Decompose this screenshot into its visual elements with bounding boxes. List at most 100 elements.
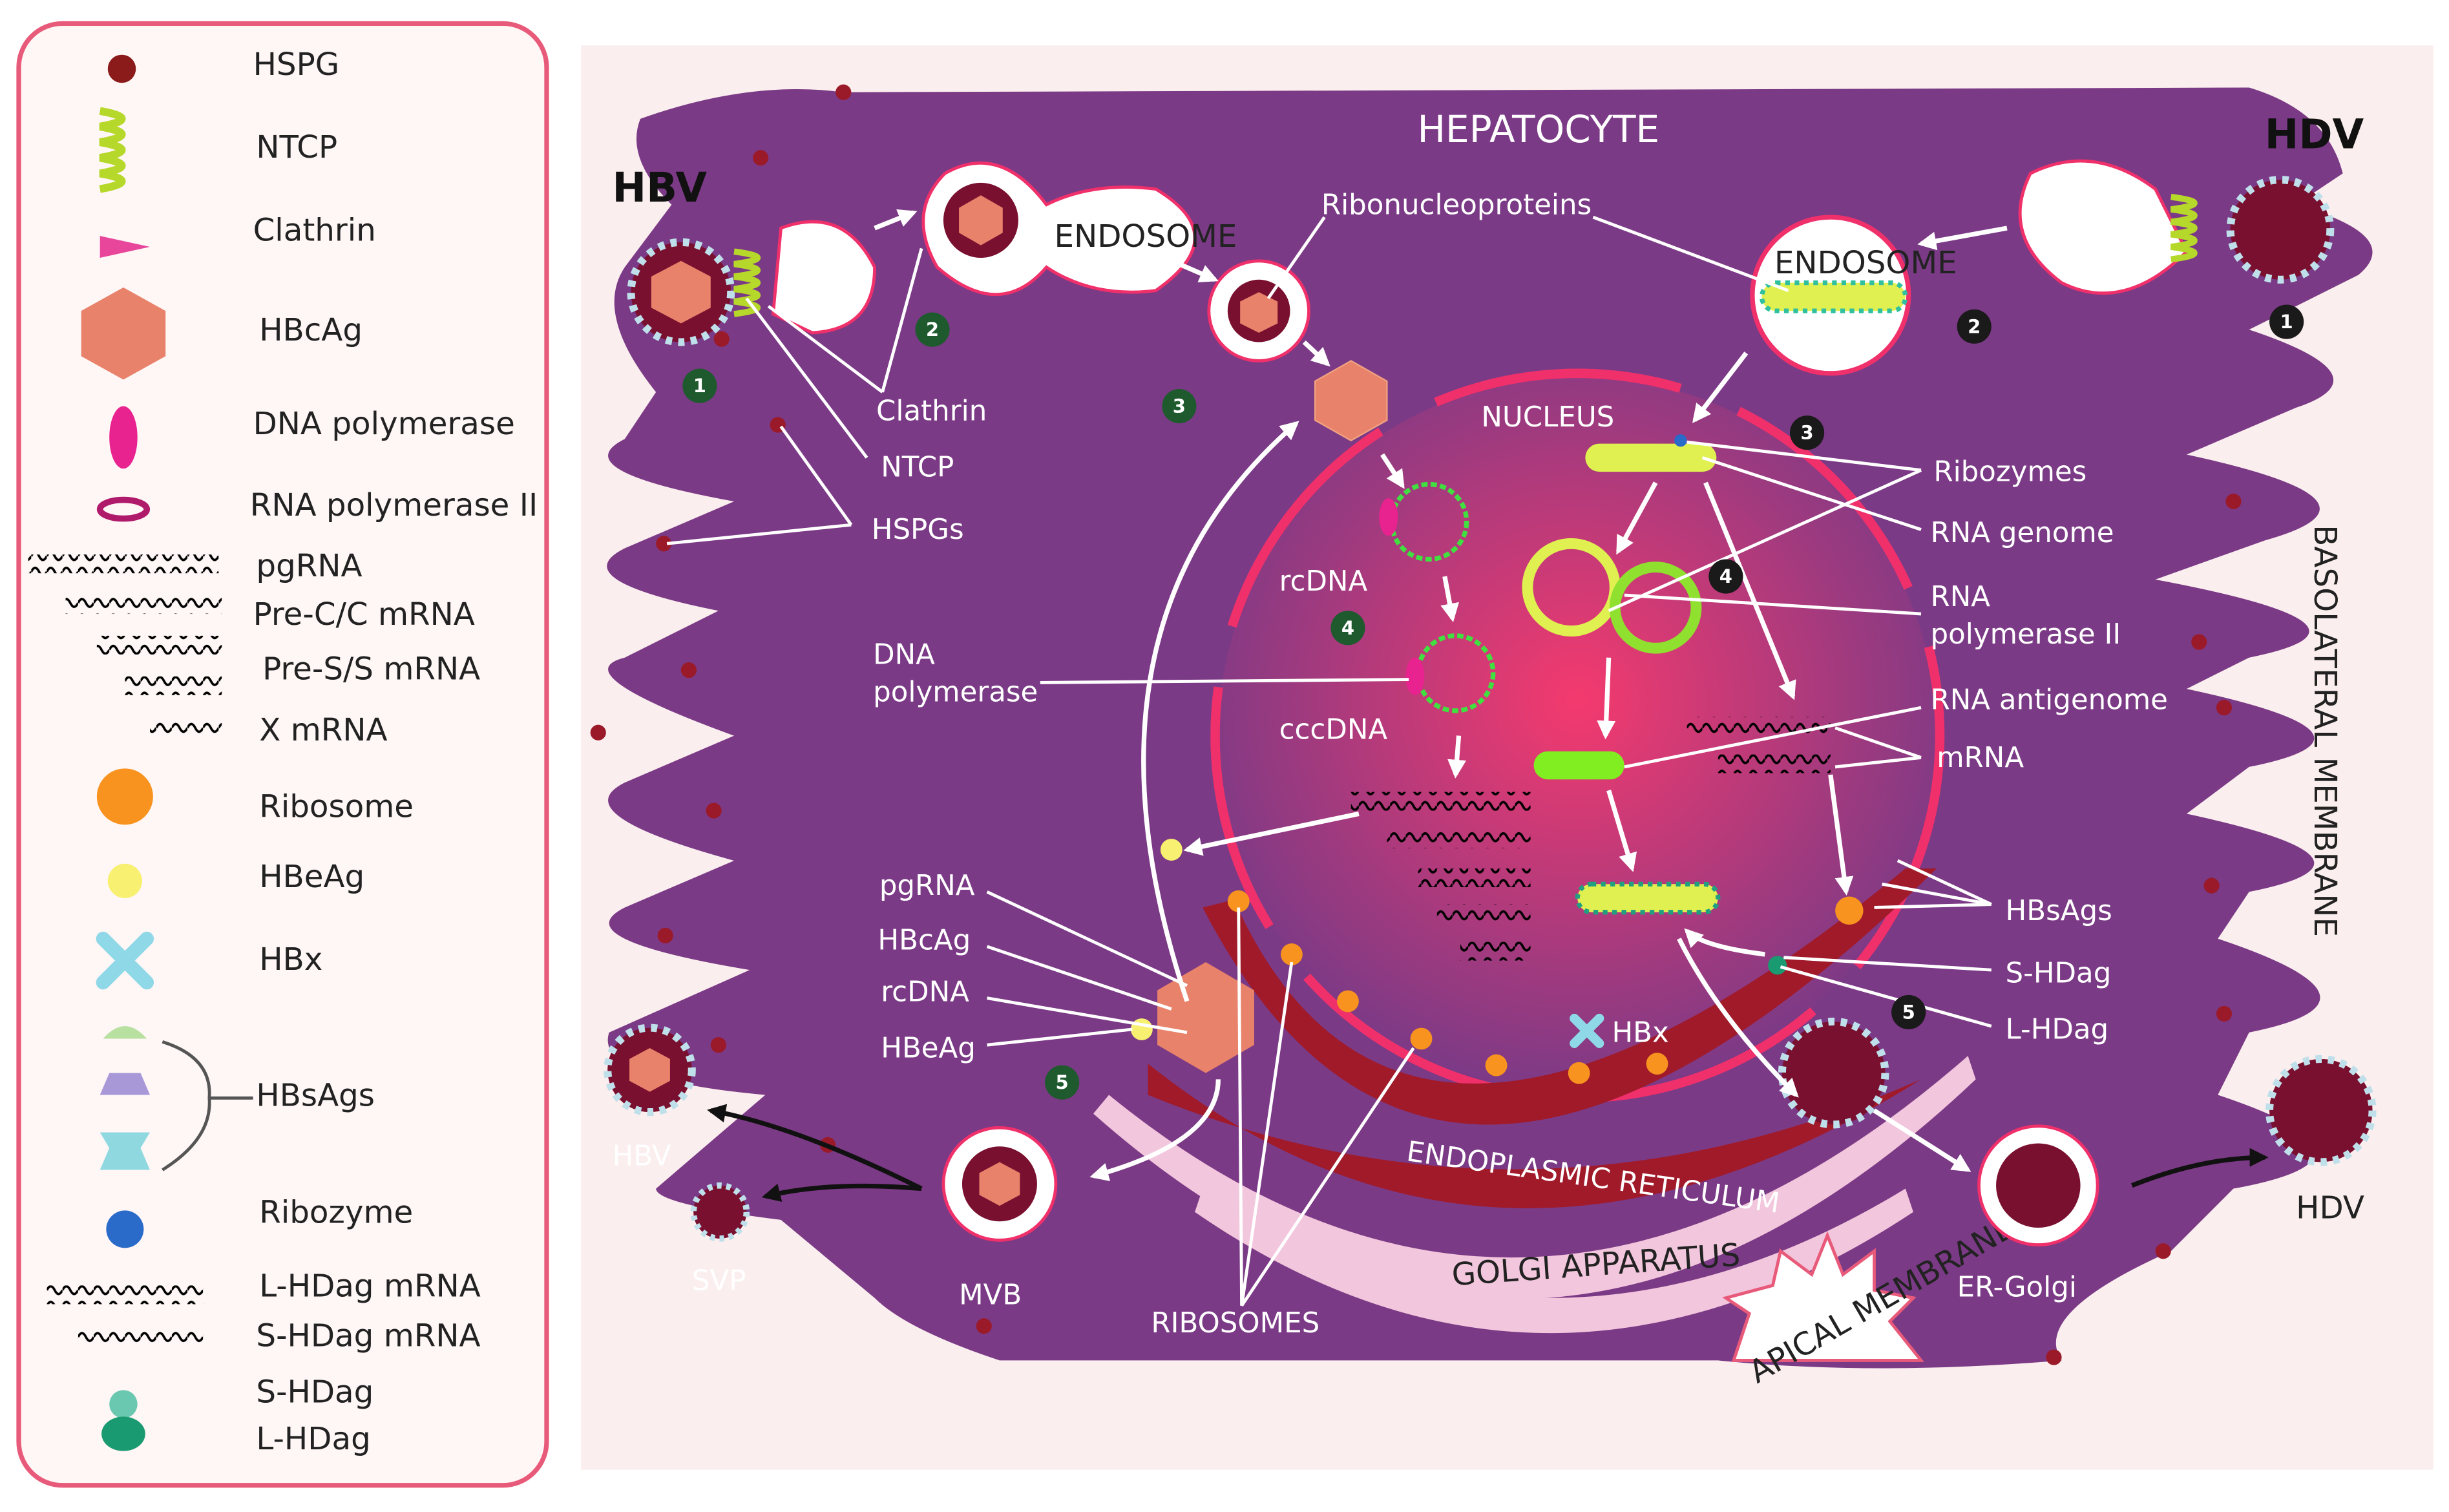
hbeag-icon [1130, 1018, 1153, 1040]
leader-lines [666, 215, 1992, 1307]
hbx-icon [96, 931, 154, 990]
ribosomes [1227, 890, 1864, 1084]
dna-polymerase [1379, 498, 1398, 536]
pre-s-mrna-icon-1 [96, 635, 222, 655]
step-number: 5 [1056, 1071, 1069, 1093]
hspg-icon [107, 54, 136, 83]
legend-panel: HSPG NTCP Clathrin HBcAg DNA polymerase … [16, 21, 549, 1488]
legend-label: HBcAg [259, 312, 363, 348]
l-hdag-icon [101, 1416, 145, 1451]
hdv-step-markers: 1 2 3 4 5 [1708, 304, 2304, 1029]
label-dna-polymerase-2: polymerase [873, 676, 1038, 708]
hepatocyte-title: HEPATOCYTE [1417, 107, 1659, 151]
label-rcdna-2: rcDNA [881, 976, 969, 1008]
legend-label: L-HDag mRNA [259, 1268, 481, 1304]
label-rna-polymerase-2: polymerase II [1931, 618, 2121, 651]
legend-label: HBeAg [259, 859, 364, 895]
er-lower [1148, 1064, 1922, 1208]
legend-label: DNA polymerase [253, 406, 515, 442]
label-hbsags: HBsAgs [2006, 895, 2112, 927]
label-hdv-released: HDV [2296, 1190, 2364, 1226]
s-hdag-icon [109, 1390, 138, 1418]
legend-label: L-HDag [256, 1421, 370, 1457]
hdv-virion-released [2265, 1055, 2377, 1166]
label-clathrin: Clathrin [876, 395, 987, 427]
hbcag-icon [81, 287, 166, 380]
label-hbx: HBx [1612, 1016, 1668, 1049]
hdv-virion-er [1778, 1017, 1889, 1129]
hbsag-m-icon [100, 1073, 151, 1095]
label-svp: SVP [692, 1265, 746, 1297]
step-number: 1 [693, 375, 706, 397]
label-rcdna: rcDNA [1279, 565, 1368, 598]
label-mvb: MVB [959, 1279, 1022, 1311]
label-pgrna: pgRNA [879, 870, 975, 902]
dna-polymerase [1405, 657, 1425, 695]
hdv-endosome: ENDOSOME [1750, 159, 2335, 376]
step-number: 3 [1800, 422, 1813, 444]
label-l-hdag: L-HDag [2006, 1013, 2109, 1045]
label-rna-genome: RNA genome [1931, 517, 2114, 549]
pgrna-transcript [1351, 792, 1531, 811]
pre-c-mrna-transcript [1387, 829, 1531, 848]
label-er-golgi: ER-Golgi [1957, 1271, 2077, 1303]
label-mrna: mRNA [1937, 742, 2024, 774]
legend-label: NTCP [256, 129, 337, 165]
x-mrna-transcript [1460, 941, 1531, 961]
legend-label: HBsAgs [256, 1077, 375, 1113]
pgrna-icon [28, 554, 219, 574]
golgi-apparatus [1093, 1056, 1976, 1299]
hbv-virion-entry [627, 220, 876, 346]
legend-label: S-HDag mRNA [256, 1318, 480, 1354]
hbx-protein [1570, 1013, 1604, 1048]
endosome-label: ENDOSOME [1055, 218, 1237, 255]
hbsags-brace [162, 1040, 253, 1171]
label-ntcp: NTCP [881, 451, 954, 483]
hbsag-s-icon [103, 1026, 147, 1039]
s-hdag-mrna-icon [78, 1327, 204, 1347]
ntcp-icon [99, 107, 126, 193]
s-hdag-mrna [1718, 754, 1831, 773]
nucleus [1218, 376, 1937, 1095]
legend-border [16, 21, 549, 1488]
rna-polymerase-icon [96, 496, 151, 522]
nuclear-envelope [1210, 368, 1945, 1103]
legend-label: HSPG [253, 47, 340, 83]
legend-label: Ribozyme [259, 1195, 413, 1231]
label-dna-polymerase: DNA [873, 638, 935, 671]
legend-label: Pre-C/C mRNA [253, 596, 475, 633]
clathrin-icon [100, 236, 151, 258]
legend-label: RNA polymerase II [250, 487, 538, 523]
x-mrna-icon [150, 718, 222, 737]
dna-polymerase-icon [109, 406, 138, 469]
ribozyme-icon [1674, 434, 1687, 447]
ribozyme-icon [106, 1210, 144, 1248]
pre-c-mrna-icon [65, 595, 222, 614]
hbeag-secreted [1160, 839, 1182, 861]
label-cccdna: cccDNA [1279, 713, 1388, 746]
label-ribosomes: RIBOSOMES [1151, 1307, 1319, 1339]
l-hdag-mrna [1687, 717, 1831, 736]
s-mrna-transcript [1436, 904, 1531, 923]
legend-label: Ribosome [259, 788, 414, 824]
basolateral-label: BASOLATERAL MEMBRANE [2307, 525, 2343, 937]
legend-label: HBx [259, 941, 322, 978]
hbv-title: HBV [613, 164, 708, 211]
legend-label: X mRNA [259, 712, 387, 748]
step-number: 5 [1902, 1001, 1915, 1023]
nucleus-label: NUCLEUS [1481, 401, 1614, 434]
pre-s-mrna-transcript [1418, 868, 1531, 888]
hdv-rna-genome [1585, 443, 1717, 472]
hbsag-l-icon [100, 1132, 151, 1170]
step-number: 3 [1173, 395, 1186, 417]
svp [690, 1182, 750, 1242]
label-rna-antigenome: RNA antigenome [1931, 684, 2168, 716]
apical-membrane [1722, 1231, 1925, 1362]
hbeag-icon [107, 863, 142, 898]
label-hspgs: HSPGs [872, 514, 964, 546]
cell-labels: Ribonucleoproteins Clathrin NTCP HSPGs r… [613, 189, 2364, 1339]
legend-label: Pre-S/S mRNA [262, 651, 480, 688]
label-ribonucleoproteins: Ribonucleoproteins [1321, 189, 1592, 221]
label-ribozymes: Ribozymes [1933, 456, 2086, 488]
